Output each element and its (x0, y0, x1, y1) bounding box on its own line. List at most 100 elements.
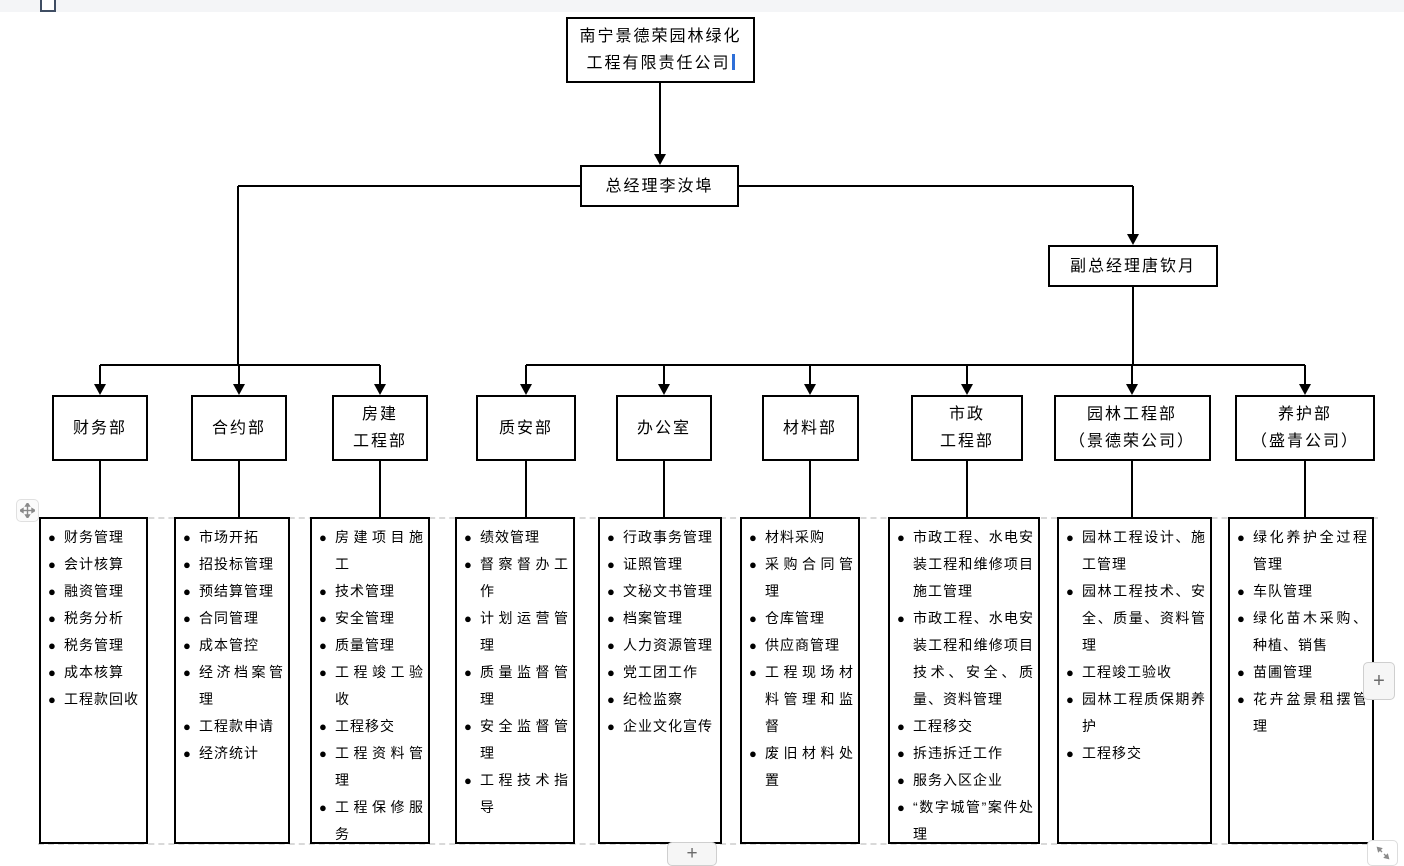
bullet-icon: ● (1237, 530, 1246, 545)
bullet-icon: ● (749, 665, 758, 680)
bullet-icon: ● (1066, 530, 1075, 545)
bullet-icon: ● (1237, 584, 1246, 599)
duty-text: 园林工程质保期养护 (1082, 691, 1206, 734)
duty-text: 招投标管理 (199, 556, 274, 572)
duty-item: ●工程现场材料管理和监督 (749, 659, 854, 740)
duty-item: ●质量管理 (319, 632, 424, 659)
fullscreen-button[interactable] (1367, 840, 1398, 866)
duty-text: 安全监督管理 (480, 718, 569, 761)
duty-text: 经济统计 (199, 745, 259, 761)
duty-item: ●工程竣工验收 (319, 659, 424, 713)
duty-text: 证照管理 (623, 556, 683, 572)
general-manager-box[interactable]: 总经理李汝埠 (580, 165, 739, 207)
dept-box-5[interactable]: 材料部 (761, 395, 859, 461)
bullet-icon: ● (319, 665, 328, 680)
duty-text: 财务管理 (64, 529, 124, 545)
dept-box-3[interactable]: 质安部 (476, 395, 576, 461)
dept-box-4[interactable]: 办公室 (616, 395, 712, 461)
duty-text: 成本核算 (64, 664, 124, 680)
bullet-icon: ● (319, 746, 328, 761)
add-shape-bottom-button[interactable]: + (667, 842, 717, 866)
duty-text: 工程保修服务 (335, 799, 424, 842)
move-cross-icon (20, 503, 35, 518)
bullet-icon: ● (897, 800, 906, 815)
deputy-manager-box[interactable]: 副总经理唐钦月 (1048, 245, 1218, 287)
bullet-icon: ● (607, 638, 616, 653)
bullet-icon: ● (1237, 692, 1246, 707)
duty-list-box-4[interactable]: ●行政事务管理●证照管理●文秘文书管理●档案管理●人力资源管理●党工团工作●纪检… (598, 517, 722, 844)
duty-list-box-7[interactable]: ●园林工程设计、施工管理●园林工程技术、安全、质量、资料管理●工程竣工验收●园林… (1057, 517, 1212, 844)
duty-item: ● 园林工程设计、施工管理 (1066, 524, 1206, 578)
duty-item: ●纪检监察 (607, 686, 716, 713)
duty-item: ●绩效管理 (464, 524, 569, 551)
duty-item: ● 房建项目施工 (319, 524, 424, 578)
dept-name: 质安部 (498, 419, 553, 437)
duty-list-box-6[interactable]: ●市政工程、水电安装工程和维修项目施工管理 ● 市政工程、水电安装工程和维修项目技术… (888, 517, 1040, 844)
dept-box-8[interactable]: 养护部（盛青公司） (1235, 395, 1375, 461)
duty-list-box-3[interactable]: ●绩效管理●督察督办工作●计划运营管理●质量监督管理●安全监督管理●工程技术指导 (455, 517, 575, 844)
duty-text: 苗圃管理 (1253, 664, 1313, 680)
duty-list-box-8[interactable]: ●绿化养护全过程管理●车队管理●绿化苗木采购、种植、销售●苗圃管理●花卉盆景租摆… (1228, 517, 1374, 844)
duty-item: ●文秘文书管理 (607, 578, 716, 605)
company-name-line2: 工程有限责任公司 (586, 50, 735, 77)
bullet-icon: ● (749, 746, 758, 761)
duty-item: ●绿化苗木采购、种植、销售 (1237, 605, 1368, 659)
bullet-icon: ● (319, 638, 328, 653)
dept-box-2[interactable]: 房建工程部 (332, 395, 428, 461)
company-root-box[interactable]: 南宁景德荣园林绿化 工程有限责任公司 (566, 17, 755, 83)
bullet-icon: ● (183, 746, 192, 761)
duty-list-box-5[interactable]: ●材料采购●采购合同管理●仓库管理●供应商管理●工程现场材料管理和监督●废旧材料… (740, 517, 860, 844)
duty-list: ●房建项目施工●技术管理●安全管理●质量管理●工程竣工验收●工程移交●工程资料管… (319, 524, 424, 842)
duty-text: 花卉盆景租摆管理 (1253, 691, 1368, 734)
bullet-icon: ● (48, 557, 57, 572)
duty-item: ●园林工程质保期养护 (1066, 686, 1206, 740)
duty-item: ● 成本核算 (48, 659, 142, 686)
duty-text: 行政事务管理 (623, 529, 713, 545)
duty-text: 工程资料管理 (335, 745, 424, 788)
duty-list-box-2[interactable]: ●房建项目施工●技术管理●安全管理●质量管理●工程竣工验收●工程移交●工程资料管… (310, 517, 430, 844)
dept-name: （景德荣公司） (1068, 433, 1195, 450)
duty-item: ●经济档案管理 (183, 659, 284, 713)
bullet-icon: ● (319, 611, 328, 626)
duty-item: ●绿化养护全过程管理 (1237, 524, 1368, 578)
duty-text: 服务入区企业 (913, 772, 1003, 788)
duty-item: ●企业文化宣传 (607, 713, 716, 740)
duty-text: 房建项目施工 (335, 529, 424, 572)
duty-text: 工程款回收 (64, 691, 139, 707)
duty-item: ●质量监督管理 (464, 659, 569, 713)
bullet-icon: ● (48, 665, 57, 680)
duty-text: “数字城管”案件处理 (913, 799, 1034, 842)
duty-text: 园林工程设计、施工管理 (1082, 529, 1206, 572)
duty-item: ●税务管理 (48, 632, 142, 659)
move-handle-button[interactable] (16, 499, 39, 522)
dept-box-7[interactable]: 园林工程部（景德荣公司） (1053, 395, 1211, 461)
duty-item: ●工程技术指导 (464, 767, 569, 821)
duty-item: ●税务分析 (48, 605, 142, 632)
bullet-icon: ● (1066, 584, 1075, 599)
duty-text: 计划运营管理 (480, 610, 569, 653)
bullet-icon: ● (183, 665, 192, 680)
bullet-icon: ● (48, 638, 57, 653)
duty-item: ●工程款回收 (48, 686, 142, 713)
dept-name: 办公室 (636, 419, 691, 437)
dept-box-0[interactable]: 财务部 (52, 395, 148, 461)
duty-item: ● 经济统计 (183, 740, 284, 767)
bullet-icon: ● (183, 719, 192, 734)
duty-text: 预结算管理 (199, 583, 274, 599)
duty-text: 融资管理 (64, 583, 124, 599)
add-shape-right-button[interactable]: + (1363, 662, 1395, 700)
duty-list-box-1[interactable]: ●市场开拓●招投标管理●预结算管理●合同管理●成本管控●经济档案管理●工程款申请… (174, 517, 290, 844)
duty-item: ● 工程资料管理 (319, 740, 424, 794)
duty-text: 废旧材料处置 (765, 745, 854, 788)
duty-text: 工程移交 (1082, 745, 1142, 761)
duty-item: ●市政工程、水电安装工程和维修项目施工管理 (897, 524, 1034, 605)
duty-text: 市政工程、水电安装工程和维修项目技术、安全、质量、资料管理 (913, 610, 1034, 707)
duty-list-box-0[interactable]: ●财务管理●会计核算●融资管理●税务分析●税务管理●成本核算●工程款回收 (39, 517, 148, 844)
bullet-icon: ● (319, 530, 328, 545)
dept-box-1[interactable]: 合约部 (191, 395, 287, 461)
dept-box-6[interactable]: 市政工程部 (911, 395, 1023, 461)
bullet-icon: ● (48, 611, 57, 626)
duty-item: ●合同管理 (183, 605, 284, 632)
bullet-icon: ● (607, 584, 616, 599)
shape-thumbnail-icon[interactable] (40, 0, 56, 12)
